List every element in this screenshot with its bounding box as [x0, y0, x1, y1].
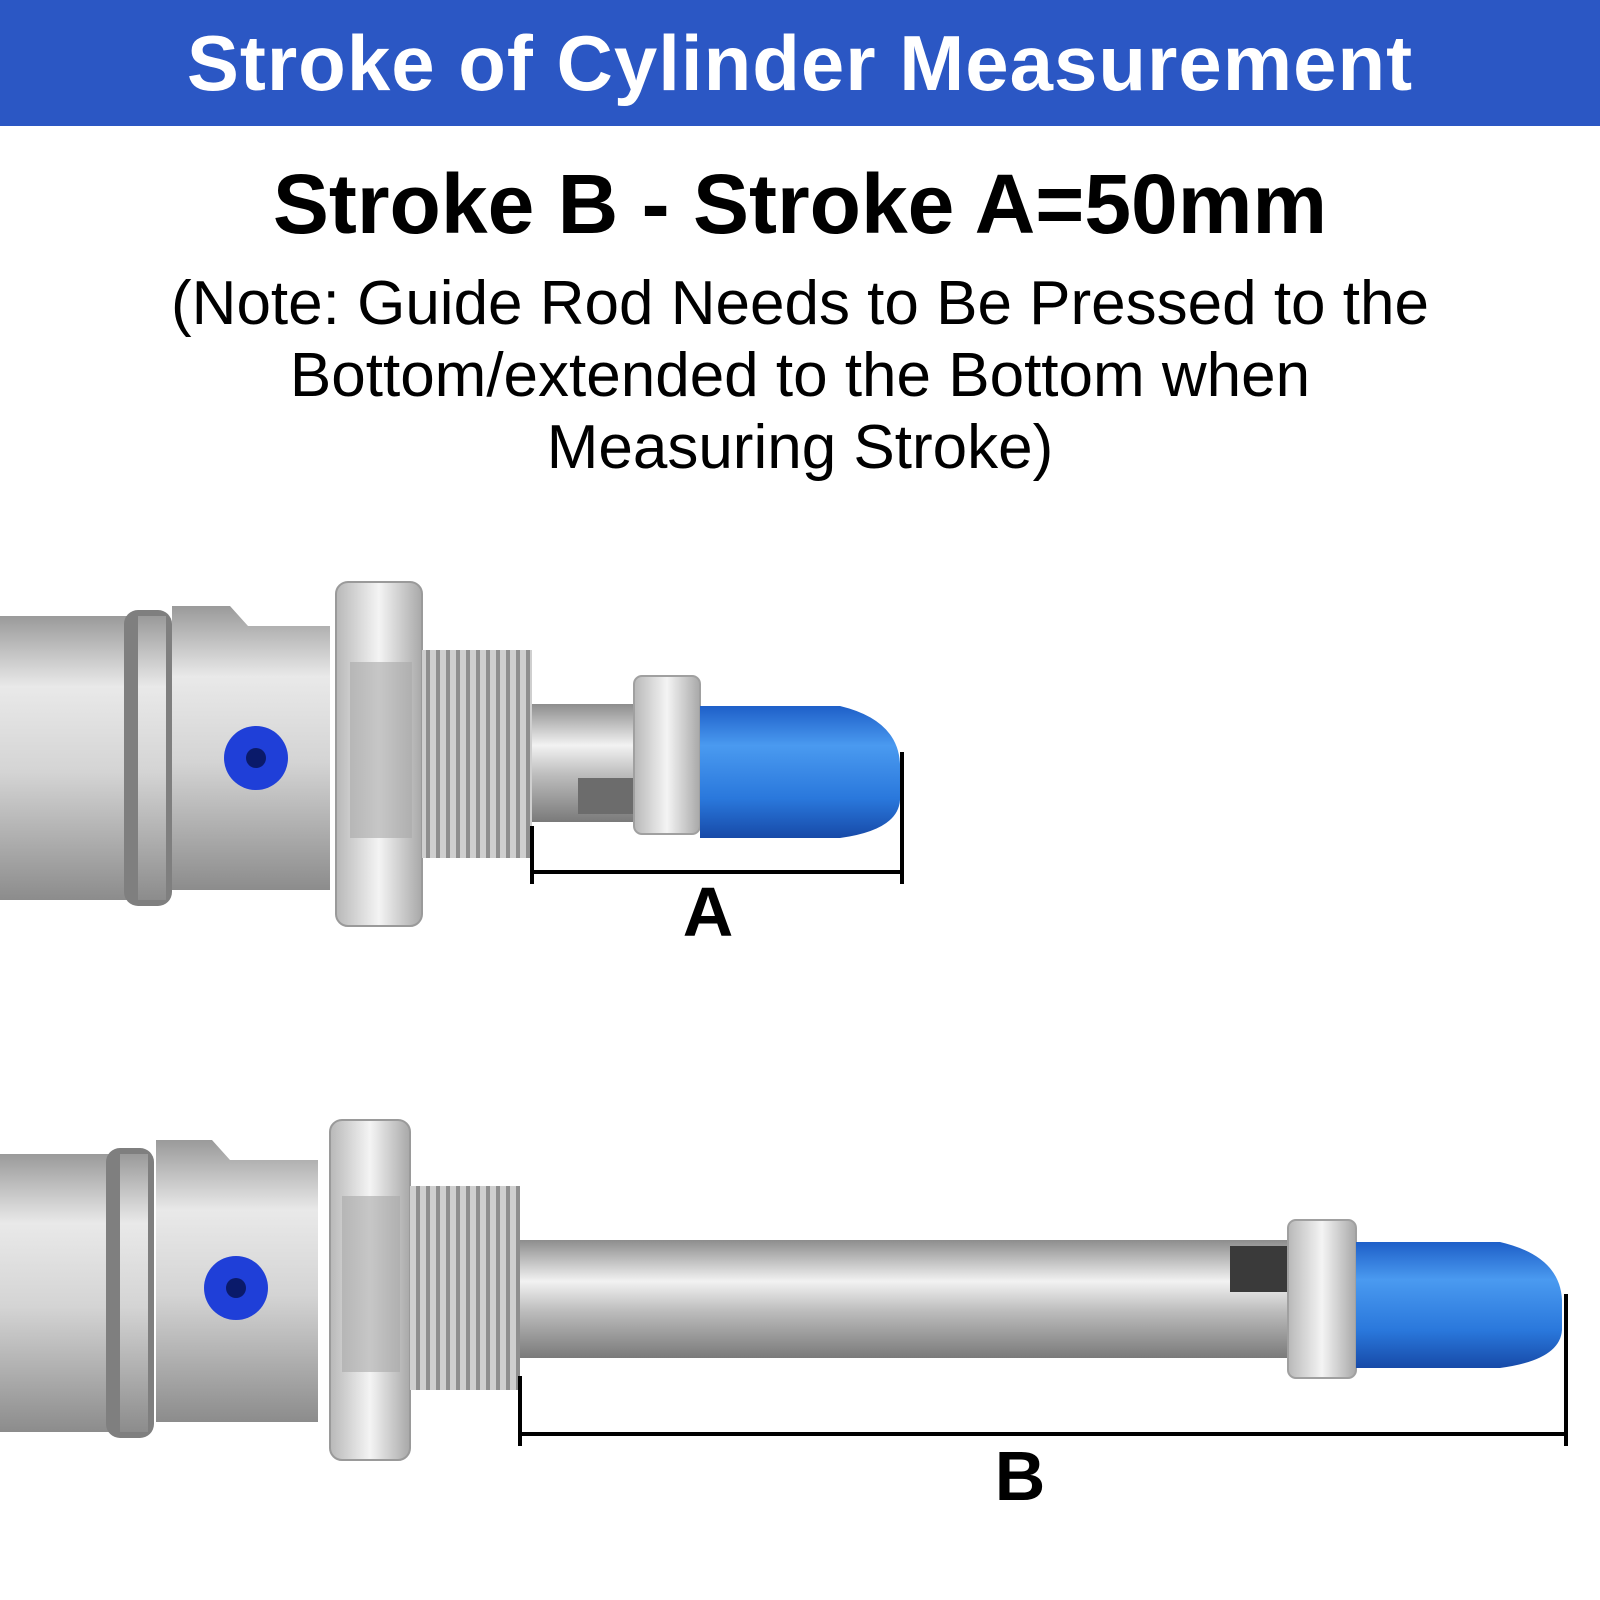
- note-line-3: Measuring Stroke): [546, 413, 1054, 482]
- title-banner: Stroke of Cylinder Measurement: [0, 0, 1600, 126]
- cylinder-body-top: [0, 616, 130, 900]
- thread-bottom: [410, 1186, 520, 1390]
- thread-top: [422, 650, 532, 858]
- rubber-cap-icon-bottom: [1356, 1242, 1562, 1368]
- note-line-2: Bottom/extended to the Bottom when: [289, 341, 1311, 410]
- cylinder-extended: [0, 1119, 1562, 1461]
- dimension-b: B: [518, 1294, 1568, 1515]
- rubber-cap-icon-top: [700, 706, 900, 838]
- measurement-note: (Note: Guide Rod Needs to Be Pressed to …: [20, 268, 1580, 484]
- note-line-1: (Note: Guide Rod Needs to Be Pressed to …: [171, 269, 1429, 338]
- cylinder-retracted: [0, 581, 900, 927]
- lock-nut-bottom: [1287, 1219, 1357, 1379]
- banner-title: Stroke of Cylinder Measurement: [186, 19, 1414, 107]
- cylinder-body-bottom: [0, 1154, 112, 1432]
- stroke-formula: Stroke B - Stroke A=50mm: [272, 157, 1328, 251]
- dimension-b-label: B: [995, 1437, 1046, 1515]
- piston-rod-bottom: [520, 1240, 1290, 1358]
- dimension-a-label: A: [683, 873, 734, 951]
- dimension-a: A: [530, 752, 904, 951]
- lock-nut-top: [633, 675, 701, 835]
